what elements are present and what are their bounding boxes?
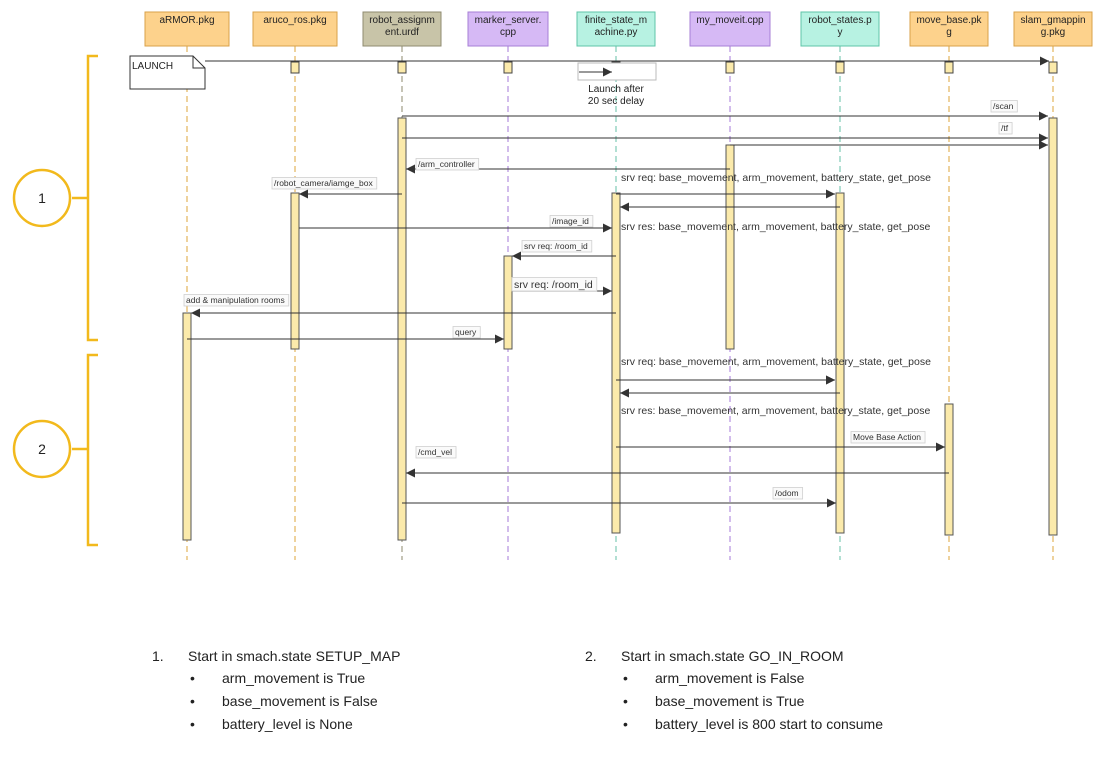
phase-1-note: 1. Start in smach.state SETUP_MAP arm_mov… [152,648,400,737]
launch-tick [725,61,735,74]
message-label: /scan [993,101,1014,111]
phase-number: 1 [38,190,46,206]
message-label: /cmd_vel [418,447,452,457]
note-title: Start in smach.state GO_IN_ROOM [621,648,844,664]
participant-label: aruco_ros.pkg [263,15,326,26]
message-label: /robot_camera/iamge_box [274,178,374,188]
launch-note [129,55,206,90]
participant-states [800,11,880,47]
launch-tick [290,61,300,74]
participant-moveit [689,11,771,47]
message-label: srv req: base_movement, arm_movement, ba… [621,356,931,368]
message-label-box [511,277,598,292]
launch-tick [397,61,407,74]
message-label: /arm_controller [418,159,475,169]
participant-aruco [252,11,338,47]
message-label: srv req: /room_id [524,241,588,251]
message-label-box [772,487,804,500]
activation-bar [503,255,513,350]
note-item: battery_level is 800 start to consume [585,714,883,734]
message-label: query [455,327,477,337]
activation-bar [1048,117,1058,536]
message-label-box [415,158,480,171]
participant-label: g.pkg [1041,27,1065,38]
phase-bracket [86,54,98,342]
phase-number: 2 [38,441,46,457]
launch-note-text: 20 sec delay [588,96,644,107]
message-label-box [990,100,1018,113]
activation-bar [611,192,621,534]
message-label: srv req: /room_id [514,279,593,291]
note-list: arm_movement is True base_movement is Fa… [152,668,400,734]
participant-fsm [576,11,656,47]
message-label: add & manipulation rooms [186,295,285,305]
note-item: battery_level is None [152,714,400,734]
participant-marker [467,11,549,47]
sequence-diagram: aRMOR.pkg aruco_ros.pkg robot_assignment.u… [12,11,1093,560]
participant-label: ent.urdf [385,27,419,38]
message-label-box [998,122,1013,135]
launch-tick [944,61,954,74]
participant-label: robot_states.p [808,15,872,26]
note-item: arm_movement is False [585,668,883,688]
delay-frame [577,62,657,81]
message-label: /image_id [552,216,589,226]
activation-bar [397,117,407,541]
note-title: Start in smach.state SETUP_MAP [188,648,401,664]
message-label: Move Base Action [853,432,921,442]
participant-label: my_moveit.cpp [696,15,764,26]
phase-2-note: 2. Start in smach.state GO_IN_ROOM arm_mo… [585,648,883,737]
message-label-box [850,431,926,444]
participant-label: cpp [500,27,517,38]
phase-circle [12,168,72,228]
note-item: base_movement is True [585,691,883,711]
message-label-box [415,446,457,459]
note-list: arm_movement is False base_movement is T… [585,668,883,734]
participant-movebase [909,11,989,47]
activation-bar [290,192,300,350]
activation-bar [944,403,954,536]
message-label: srv res: base_movement, arm_movement, ba… [621,405,930,417]
participant-armor [144,11,230,47]
message-label: srv res: base_movement, arm_movement, ba… [621,221,930,233]
launch-tick [1048,61,1058,74]
participant-label: g [946,27,952,38]
launch-note-text: Launch after [588,84,644,95]
participant-label: slam_gmappin [1020,15,1085,26]
participant-label: y [838,27,843,38]
participant-label: move_base.pk [916,15,982,26]
note-item: base_movement is False [152,691,400,711]
activation-bar [835,192,845,534]
message-label: srv req: base_movement, arm_movement, ba… [621,172,931,184]
message-label-box [183,294,290,307]
message-label: /tf [1001,123,1009,133]
message-label-box [521,240,593,253]
note-number: 2. [585,648,597,664]
participant-label: finite_state_m [585,15,647,26]
participant-label: robot_assignm [369,15,435,26]
phase-circle [12,419,72,479]
launch-note-fold [192,56,205,69]
launch-label: LAUNCH [132,61,173,72]
activation-bar [182,312,192,541]
participant-label: aRMOR.pkg [159,15,214,26]
message-label-box [549,215,594,228]
participant-label: achine.py [595,27,638,38]
participant-label: marker_server. [475,15,542,26]
launch-tick [503,61,513,74]
participant-slam [1013,11,1093,47]
message-label-box [271,177,378,190]
launch-tick [835,61,845,74]
message-label-box [452,326,481,339]
note-number: 1. [152,648,164,664]
note-item: arm_movement is True [152,668,400,688]
phase-bracket [86,353,98,547]
message-label: /odom [775,488,799,498]
participant-urdf [362,11,442,47]
